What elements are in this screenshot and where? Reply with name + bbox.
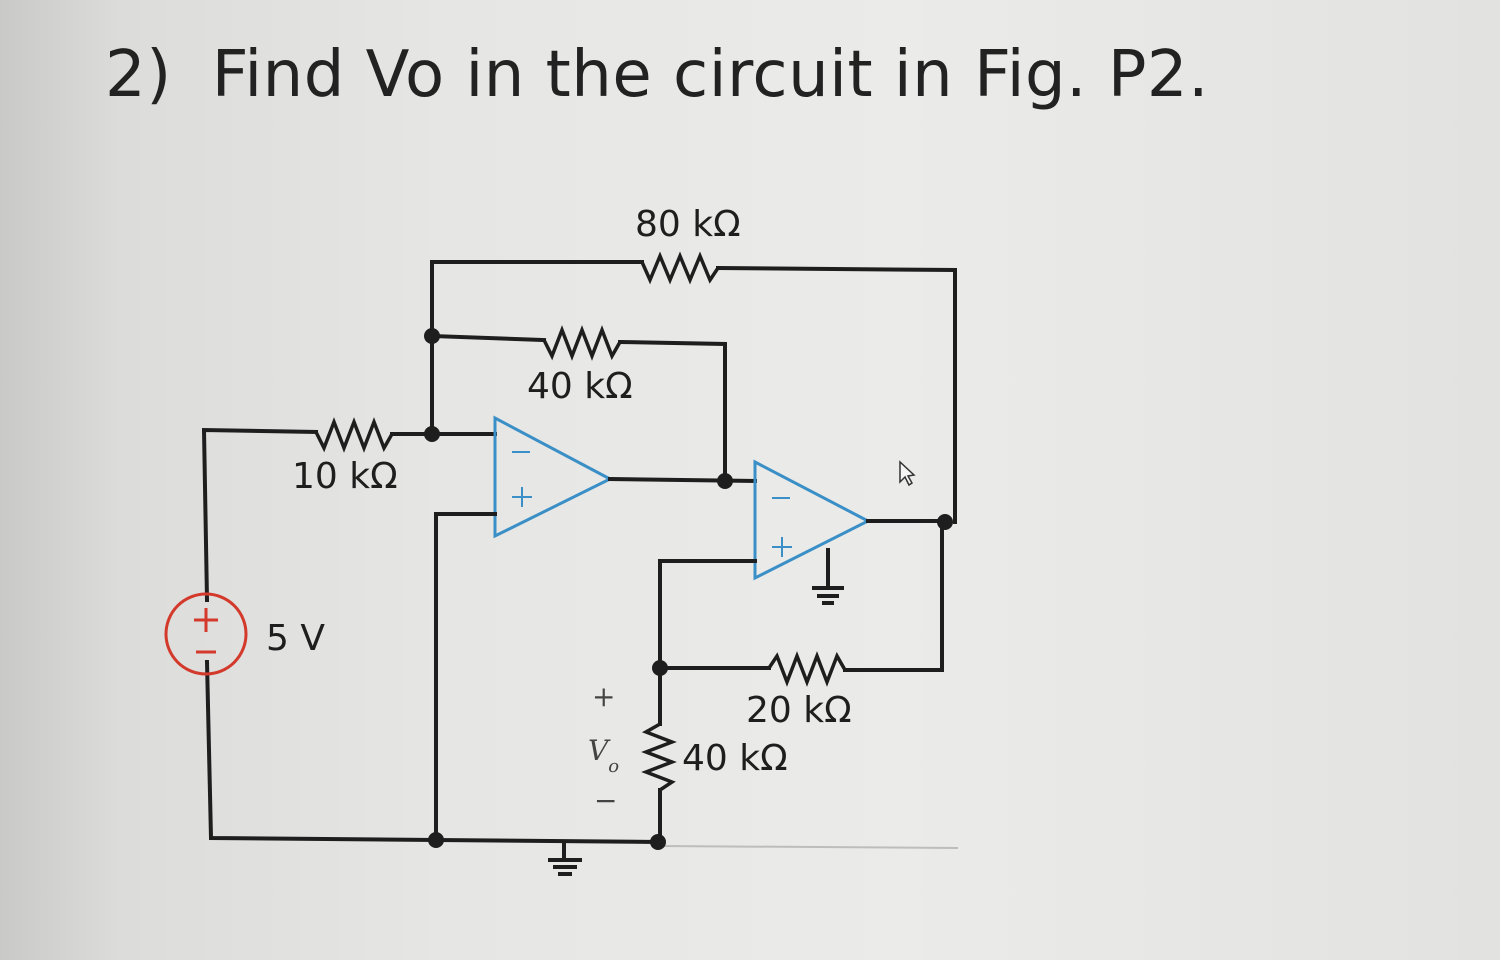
ground-icon-opamp2 <box>812 586 844 605</box>
resistor-40k-feedback <box>542 325 622 361</box>
voltage-source <box>164 592 248 676</box>
cursor-icon <box>899 460 916 487</box>
label-40k-ground: 40 kΩ <box>682 738 788 779</box>
wire-inner-right <box>617 339 727 482</box>
label-40k-feedback: 40 kΩ <box>527 366 633 407</box>
question-heading: 2) Find Vo in the circuit in Fig. P2. <box>105 38 1209 112</box>
label-80k: 80 kΩ <box>635 204 741 245</box>
resistor-80k <box>640 251 720 285</box>
wire-top-feedback <box>430 260 644 338</box>
opamp-2 <box>753 459 872 581</box>
node-input <box>424 426 440 442</box>
ground-icon-bottom <box>548 858 582 876</box>
wire-opamp1-noninv-ground <box>434 512 497 842</box>
resistor-10k <box>314 417 394 453</box>
label-20k: 20 kΩ <box>746 690 852 731</box>
label-10k: 10 kΩ <box>292 456 398 497</box>
wire-bottom-rail <box>204 659 661 845</box>
label-5v: 5 V <box>266 618 325 659</box>
node-opamp1-out <box>717 473 733 489</box>
opamp-1 <box>493 415 614 539</box>
wire-opamp2-noninv <box>658 559 757 670</box>
node-vo <box>652 660 668 676</box>
node-bottom-right <box>650 834 666 850</box>
label-vo-minus: − <box>594 784 617 817</box>
question-text: Find Vo in the circuit in Fig. P2. <box>211 38 1209 112</box>
wire-output-down <box>843 520 944 672</box>
node-top-left <box>424 328 440 344</box>
node-opamp2-out <box>937 514 953 530</box>
wire-opamp1-output <box>607 476 758 484</box>
resistor-20k <box>767 651 847 687</box>
label-vo: Vo <box>588 734 619 777</box>
wire-input-left <box>201 427 319 603</box>
question-number: 2) <box>105 38 172 112</box>
node-bottom-left <box>428 832 444 848</box>
faint-line <box>659 845 959 849</box>
wire-top-right <box>715 265 957 524</box>
wire-inner-left <box>429 333 547 343</box>
label-vo-plus: + <box>592 680 615 713</box>
resistor-40k-ground <box>641 722 677 792</box>
